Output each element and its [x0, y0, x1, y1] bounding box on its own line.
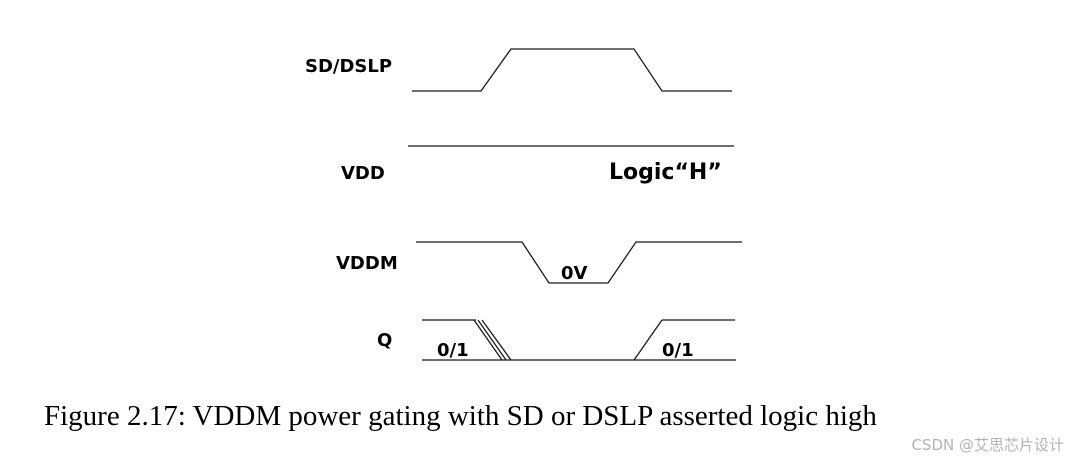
waveform-vddm: [416, 241, 742, 284]
signal-label-vdd: VDD: [341, 163, 385, 184]
signal-label-vddm: VDDM: [336, 253, 398, 274]
q-state-before-annotation: 0/1: [437, 340, 469, 361]
q-transition-edge-2: [477, 319, 507, 361]
q-transition-edge-1: [473, 319, 503, 361]
signal-label-sd-dslp: SD/DSLP: [305, 56, 392, 77]
q-state-after-annotation: 0/1: [662, 340, 694, 361]
waveform-q: [422, 319, 736, 361]
vddm-state-annotation: 0V: [561, 263, 588, 284]
q-transition-edge-3: [481, 319, 512, 361]
figure-caption: Figure 2.17: VDDM power gating with SD o…: [44, 400, 877, 432]
watermark: CSDN @艾思芯片设计: [911, 436, 1064, 454]
vdd-state-annotation: Logic“H”: [609, 160, 722, 185]
waveform-sd-dslp: [412, 48, 732, 92]
signal-label-q: Q: [377, 330, 392, 351]
q-rising-edge: [633, 319, 663, 361]
